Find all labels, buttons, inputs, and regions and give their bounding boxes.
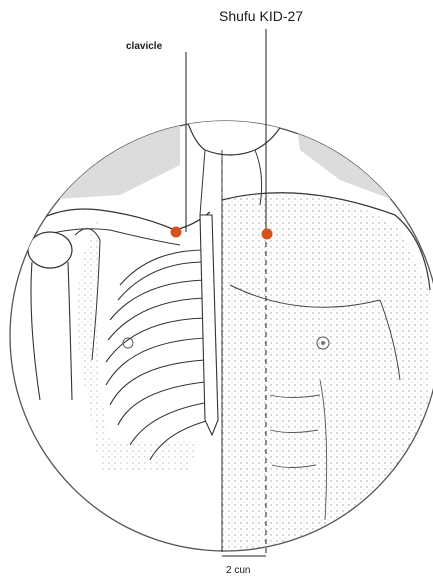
point-title: Shufu KID-27 [219, 8, 303, 24]
shufu-point [262, 229, 273, 240]
clavicle-label: clavicle [126, 41, 162, 52]
humeral-head [28, 232, 72, 268]
clavicle-point [171, 227, 182, 238]
distance-label: 2 cun [226, 565, 250, 576]
